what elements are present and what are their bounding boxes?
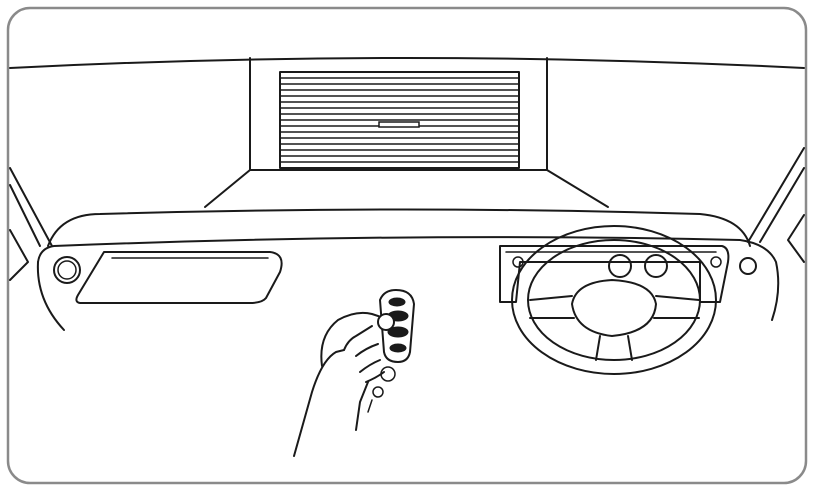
gauge-left xyxy=(608,254,632,278)
glove-box xyxy=(75,251,283,304)
air-vent-right xyxy=(739,257,757,275)
garage-remote-control xyxy=(377,289,415,363)
garage-building xyxy=(204,57,609,208)
hand-holding-remote xyxy=(293,311,396,457)
windshield xyxy=(9,57,805,281)
gauge-right xyxy=(644,254,668,278)
garage-door xyxy=(279,71,520,169)
air-vent-left xyxy=(53,256,81,284)
frame-border xyxy=(6,6,808,485)
door-handle xyxy=(378,121,420,128)
instrument-cluster xyxy=(499,245,730,303)
steering-wheel xyxy=(511,225,717,375)
dashboard xyxy=(36,208,780,331)
